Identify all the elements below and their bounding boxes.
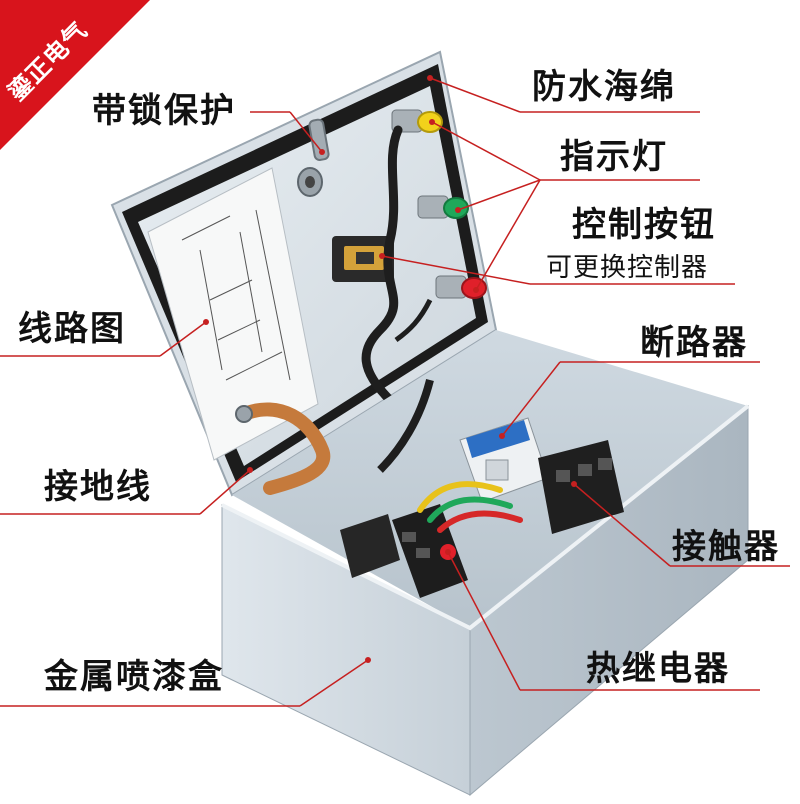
label-thermal-relay: 热继电器 bbox=[586, 649, 730, 689]
brand-name: 鎏正电气 bbox=[2, 16, 94, 107]
wiring-diagram-sheet bbox=[147, 167, 319, 461]
label-waterproof-sponge: 防水海绵 bbox=[532, 67, 676, 107]
indicator-light-green bbox=[417, 195, 469, 219]
callout-dots bbox=[203, 75, 577, 663]
terminal-block bbox=[340, 514, 400, 578]
thermal-relay bbox=[392, 504, 468, 598]
label-ground-wire: 接地线 bbox=[44, 467, 152, 507]
label-lock-protection: 带锁保护 bbox=[92, 91, 236, 131]
wiring-diagram-lines bbox=[181, 209, 291, 381]
lid-wire-harness bbox=[361, 125, 403, 405]
label-wiring-diagram: 线路图 bbox=[18, 309, 126, 349]
lock-icon bbox=[297, 118, 330, 197]
label-contactor: 接触器 bbox=[672, 527, 780, 567]
circuit-breaker bbox=[459, 417, 549, 503]
power-wires bbox=[417, 481, 523, 533]
label-replaceable-controller: 可更换控制器 bbox=[546, 253, 709, 283]
ground-wire-braid bbox=[235, 402, 331, 495]
contactor bbox=[538, 440, 624, 534]
label-indicator-light: 指示灯 bbox=[560, 137, 668, 177]
label-control-button: 控制按钮 bbox=[572, 205, 716, 245]
brand-corner bbox=[0, 0, 150, 150]
callout-lines bbox=[0, 77, 790, 707]
label-metal-painted-box: 金属喷漆盒 bbox=[44, 657, 224, 697]
control-button-module bbox=[332, 236, 394, 282]
label-circuit-breaker: 断路器 bbox=[640, 323, 748, 363]
